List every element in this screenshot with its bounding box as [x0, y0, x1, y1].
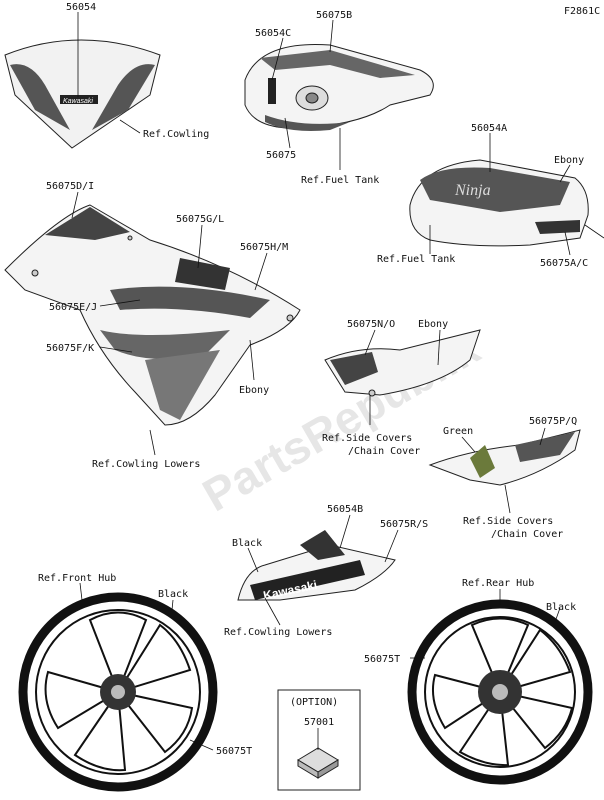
option-part-icon: [297, 747, 339, 779]
label-fuel-tank-stripe-b: 56075B: [316, 10, 352, 21]
tank-top-stripe: [260, 50, 415, 78]
fuel-tank-ninja-part: Ninja: [409, 159, 604, 247]
rear-wheel-part: [407, 599, 593, 785]
label-option-title: (OPTION): [290, 697, 338, 708]
label-black-2: Black: [158, 589, 188, 600]
label-wheel-stripe-1: 56075T: [216, 746, 252, 757]
cowling-part: [4, 204, 301, 426]
label-ref-fuel-tank-2: Ref.Fuel Tank: [377, 254, 455, 265]
label-fuel-tank-decal-c: 56054C: [255, 28, 291, 39]
label-side-stripe-pq: 56075P/Q: [529, 416, 577, 427]
chain-cover-green-stripe: [470, 445, 495, 478]
label-ebony-1: Ebony: [554, 155, 584, 166]
cowl-stripe-middle: [110, 286, 270, 318]
label-lower-stripe-rs: 56075R/S: [380, 519, 428, 530]
label-fuel-tank-stripe: 56075: [266, 150, 296, 161]
label-windshield-decal: 56054: [66, 2, 96, 13]
label-cowl-stripe-ej: 56075E/J: [49, 302, 97, 313]
label-ref-rear-hub: Ref.Rear Hub: [462, 578, 534, 589]
label-black-3: Black: [546, 602, 576, 613]
label-ref-side-covers-1b: /Chain Cover: [348, 446, 420, 457]
tank-side-stripe: [535, 220, 580, 234]
cowl-stripe-lower: [100, 330, 230, 359]
label-ref-front-hub: Ref.Front Hub: [38, 573, 116, 584]
side-cover-stripe: [330, 352, 378, 385]
windshield-part: Kawasaki: [4, 39, 161, 149]
option-box: [277, 689, 361, 791]
label-wheel-stripe-2: 56075T: [364, 654, 400, 665]
front-wheel-part: [18, 592, 218, 792]
label-tank-stripe-ac: 56075A/C: [540, 258, 588, 269]
cowl-stripe-upper: [45, 207, 130, 240]
label-cowl-stripe-di: 56075D/I: [46, 181, 94, 192]
side-cover-part: [324, 329, 481, 397]
label-ebony-2: Ebony: [239, 385, 269, 396]
chain-cover-part: [428, 429, 581, 486]
tank-ninja-panel: [420, 167, 570, 212]
figure-code: F2861C: [564, 6, 600, 17]
label-ref-cowling: Ref.Cowling: [143, 129, 209, 140]
fuel-tank-top-part: [244, 43, 434, 131]
windshield-right-panel: [92, 64, 155, 130]
tank-side-decal: [268, 78, 276, 104]
label-side-stripe-no: 56075N/O: [347, 319, 395, 330]
label-ref-side-covers-2b: /Chain Cover: [491, 529, 563, 540]
label-ref-side-covers-1a: Ref.Side Covers: [322, 433, 412, 444]
label-green: Green: [443, 426, 473, 437]
chain-cover-stripe: [515, 432, 575, 462]
label-cowl-stripe-fk: 56075F/K: [46, 343, 94, 354]
label-black-1: Black: [232, 538, 262, 549]
tank-ninja-text: Ninja: [454, 182, 491, 199]
windshield-decal-text: Kawasaki: [63, 98, 93, 105]
label-ninja-decal: 56054A: [471, 123, 507, 134]
lower-cowling-part: Kawasaki: [237, 530, 396, 603]
label-ref-side-covers-2a: Ref.Side Covers: [463, 516, 553, 527]
label-ref-fuel-tank-1: Ref.Fuel Tank: [301, 175, 379, 186]
windshield-decal: [60, 95, 98, 104]
lower-cowling-decal: [250, 560, 365, 600]
label-cowl-stripe-gl: 56075G/L: [176, 214, 224, 225]
label-cowl-stripe-hm: 56075H/M: [240, 242, 288, 253]
label-kawasaki-decal: 56054B: [327, 504, 363, 515]
label-option-part: 57001: [304, 717, 334, 728]
label-ref-cowling-lowers-2: Ref.Cowling Lowers: [224, 627, 332, 638]
cowl-stripe-gl: [175, 258, 230, 290]
label-ebony-3: Ebony: [418, 319, 448, 330]
windshield-left-panel: [10, 64, 70, 130]
label-ref-cowling-lowers-1: Ref.Cowling Lowers: [92, 459, 200, 470]
